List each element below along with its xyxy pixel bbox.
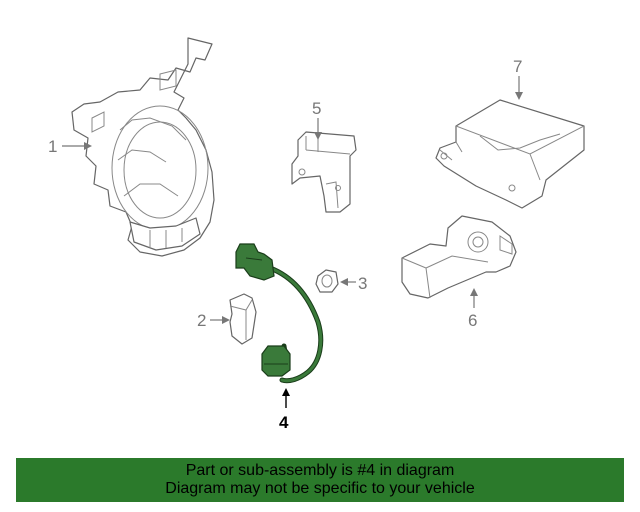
part-4-arrow xyxy=(282,388,290,396)
part-7-label: 7 xyxy=(513,57,522,76)
part-3-nut[interactable] xyxy=(315,269,339,293)
part-5-label: 5 xyxy=(312,99,321,118)
part-2-clip[interactable] xyxy=(229,293,257,345)
parts-diagram: 1 5 7 6 3 xyxy=(48,37,585,432)
part-4-label: 4 xyxy=(279,413,289,432)
part-2-arrow xyxy=(222,316,230,324)
part-7-control-module[interactable] xyxy=(435,99,585,209)
part-1-arrow xyxy=(84,142,92,150)
part-6-sensor[interactable] xyxy=(401,215,517,299)
harness-connector-upper xyxy=(235,243,275,281)
part-1-clock-spring[interactable] xyxy=(71,37,215,257)
banner-line-2: Diagram may not be specific to your vehi… xyxy=(165,480,475,497)
part-5-bracket[interactable] xyxy=(291,131,357,213)
part-1-label: 1 xyxy=(48,137,57,156)
part-4-wiring-harness[interactable] xyxy=(235,243,324,384)
part-5-arrow xyxy=(314,132,322,140)
part-2-label: 2 xyxy=(197,311,206,330)
info-banner: Part or sub-assembly is #4 in diagram Di… xyxy=(16,458,624,502)
part-6-arrow xyxy=(470,288,478,296)
banner-line-1: Part or sub-assembly is #4 in diagram xyxy=(185,462,455,479)
part-6-label: 6 xyxy=(468,311,477,330)
part-3-arrow xyxy=(340,278,348,286)
part-7-arrow xyxy=(515,92,523,100)
part-3-label: 3 xyxy=(358,274,367,293)
harness-connector-lower xyxy=(261,345,291,377)
